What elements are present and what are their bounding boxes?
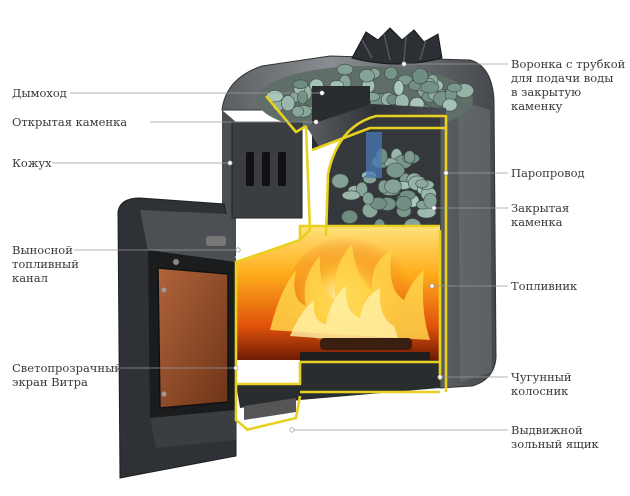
stone	[292, 79, 309, 89]
label-steam-duct: Паропровод	[511, 166, 585, 180]
cutaway-interior	[236, 86, 446, 420]
stone	[442, 98, 458, 112]
stone	[386, 162, 405, 179]
stone	[384, 178, 402, 194]
stone	[336, 63, 354, 76]
label-firebox: Топливник	[511, 279, 578, 293]
label-chimney: Дымоход	[12, 86, 67, 100]
stone	[404, 150, 416, 164]
label-glass-screen: Светопрозрачный экран Витра	[12, 361, 122, 389]
stone	[341, 190, 361, 201]
label-funnel: Воронка с трубкой для подачи воды в закр…	[511, 57, 626, 113]
stone	[297, 90, 308, 105]
stone	[447, 82, 462, 93]
stone	[331, 173, 349, 189]
label-casing: Кожух	[12, 156, 52, 170]
label-grate: Чугунный колосник	[511, 370, 572, 398]
stone	[393, 80, 405, 96]
label-ash-box: Выдвижной зольный ящик	[511, 423, 599, 451]
door-glass-screen	[148, 250, 236, 448]
section-outline	[234, 95, 448, 432]
stone	[412, 68, 429, 85]
stone	[355, 181, 368, 197]
stone	[341, 209, 358, 224]
leader-lines	[52, 61, 508, 433]
label-closed-heater: Закрытая каменка	[511, 201, 570, 229]
stone	[291, 105, 305, 118]
stone	[395, 195, 412, 211]
label-remote-channel: Выносной топливный канал	[12, 243, 79, 285]
stone	[384, 66, 398, 80]
stone	[358, 68, 375, 83]
vent-grille	[231, 121, 303, 219]
stone	[423, 193, 438, 209]
stone	[280, 95, 295, 112]
funnel-icon	[351, 27, 443, 65]
stone	[415, 179, 429, 189]
stone	[362, 191, 375, 205]
label-open-heater: Открытая каменка	[12, 115, 128, 129]
